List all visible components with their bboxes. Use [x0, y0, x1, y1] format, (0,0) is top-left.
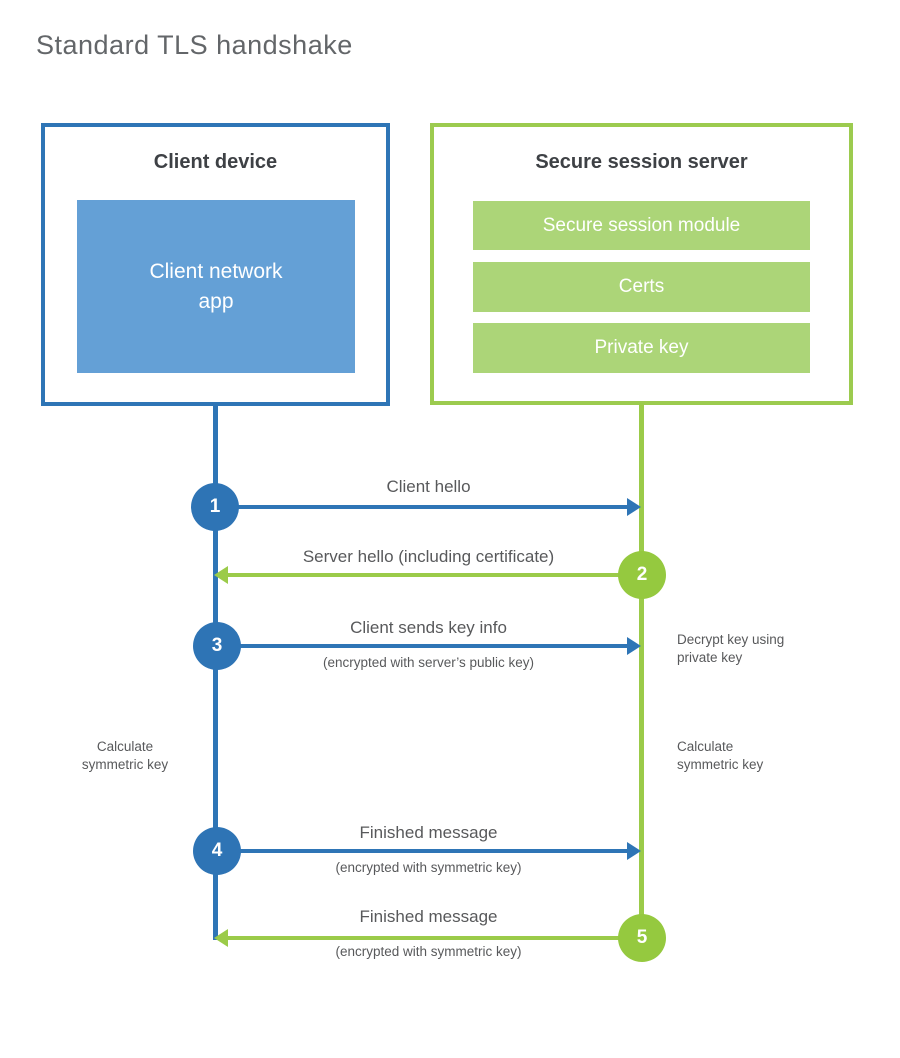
private-key-block: Private key: [473, 323, 810, 373]
step-4-badge: 4: [193, 827, 241, 875]
message-2-label: Server hello (including certificate): [302, 547, 555, 566]
calculate-symmetric-key-note-server: Calculate symmetric key: [677, 739, 764, 772]
page-title: Standard TLS handshake: [36, 30, 353, 60]
message-3-arrow: [217, 644, 627, 648]
message-5-sublabel: (encrypted with symmetric key): [335, 944, 522, 959]
certs-block: Certs: [473, 262, 810, 312]
step-3-badge: 3: [193, 622, 241, 670]
step-5-badge: 5: [618, 914, 666, 962]
message-2-arrowhead-icon: [214, 566, 228, 584]
message-4-sublabel: (encrypted with symmetric key): [335, 860, 522, 875]
message-2-arrow: [228, 573, 642, 577]
message-5-arrowhead-icon: [214, 929, 228, 947]
calculate-symmetric-key-note-client: Calculate symmetric key: [81, 739, 169, 772]
secure-session-server-title: Secure session server: [535, 151, 748, 173]
step-2-badge: 2: [618, 551, 666, 599]
message-5-label: Finished message: [359, 907, 498, 926]
secure-session-module-block: Secure session module: [473, 201, 810, 250]
message-4-arrow: [217, 849, 627, 853]
step-1-badge: 1: [191, 483, 239, 531]
message-1-arrow: [215, 505, 627, 509]
client-lifeline: [213, 405, 218, 940]
message-1-label: Client hello: [386, 477, 471, 496]
decrypt-key-note: Decrypt key using private key: [677, 632, 785, 665]
message-4-arrowhead-icon: [627, 842, 641, 860]
client-device-title: Client device: [153, 151, 278, 173]
server-lifeline: [639, 403, 644, 938]
message-3-sublabel: (encrypted with server’s public key): [322, 655, 535, 670]
message-3-label: Client sends key info: [350, 618, 507, 637]
message-5-arrow: [228, 936, 642, 940]
message-1-arrowhead-icon: [627, 498, 641, 516]
message-4-label: Finished message: [359, 823, 498, 842]
client-network-app-block: Client network app: [77, 200, 355, 373]
message-3-arrowhead-icon: [627, 637, 641, 655]
